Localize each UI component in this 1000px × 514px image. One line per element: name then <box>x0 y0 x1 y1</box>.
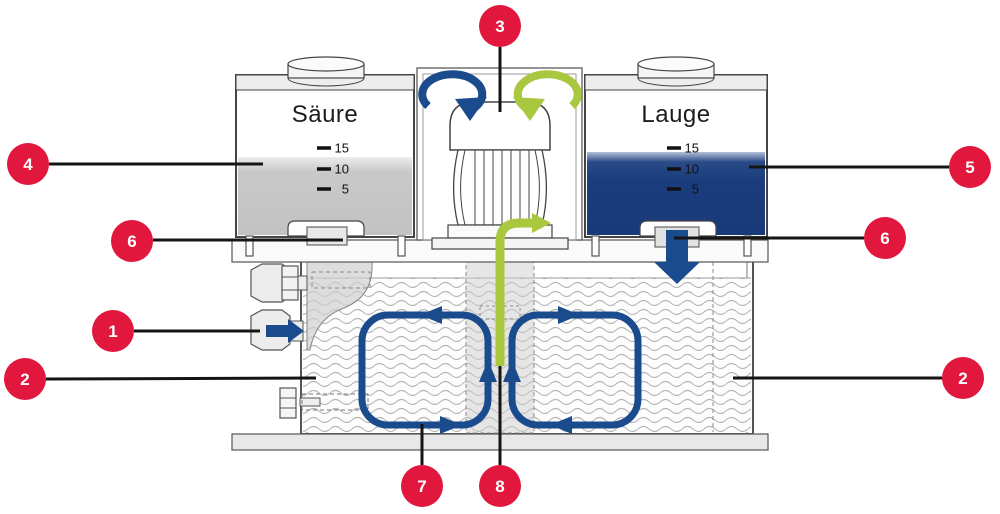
overflow-pipe-silhouette <box>306 261 373 351</box>
callout-4: 4 <box>7 143 49 185</box>
caustic-scale-15: 15 <box>685 141 699 156</box>
caustic-scale-5: 5 <box>692 182 699 197</box>
svg-text:6: 6 <box>127 232 136 251</box>
rotation-arrow-green-icon <box>513 70 582 121</box>
flow-arrow-up-icon <box>503 360 521 382</box>
callout-1: 1 <box>92 310 134 352</box>
callouts: 1 2 2 3 4 5 6 6 <box>4 5 991 507</box>
svg-text:1: 1 <box>108 322 117 341</box>
caustic-container-label: Lauge <box>641 101 710 128</box>
caustic-container-lid <box>637 56 715 87</box>
svg-text:2: 2 <box>958 369 967 388</box>
callout-7: 7 <box>401 465 443 507</box>
callout-6-left: 6 <box>111 220 153 262</box>
callout-6-right: 6 <box>864 217 906 259</box>
callout-leader-lines <box>45 47 949 465</box>
acid-scale-15: 15 <box>335 141 349 156</box>
caustic-scale-10: 10 <box>685 162 699 177</box>
flow-arrow-right-icon <box>558 306 580 324</box>
caustic-container: 15 10 5 Lauge <box>584 56 768 248</box>
caustic-scale: 15 10 5 <box>667 141 699 197</box>
circulation-flow-right <box>503 306 642 434</box>
acid-scale-10: 10 <box>335 162 349 177</box>
callout-2-right: 2 <box>942 357 984 399</box>
svg-text:7: 7 <box>417 477 426 496</box>
svg-text:3: 3 <box>495 17 504 36</box>
acid-container: 15 10 5 Säure <box>235 56 415 246</box>
acid-scale: 15 10 5 <box>317 141 349 197</box>
callout-2-left: 2 <box>4 358 46 400</box>
detergent-dosing-pipe <box>495 213 551 366</box>
container-feet <box>245 235 752 257</box>
flow-arrow-right-icon <box>440 416 462 434</box>
svg-text:8: 8 <box>495 477 504 496</box>
svg-text:5: 5 <box>965 158 974 177</box>
acid-suction-lance <box>306 226 348 246</box>
leader-2-left <box>45 376 317 381</box>
svg-text:4: 4 <box>23 155 33 174</box>
callout-5: 5 <box>949 146 991 188</box>
water-inlet-arrow-icon <box>266 319 304 343</box>
acid-container-lid <box>287 56 365 87</box>
callout-3: 3 <box>479 5 521 47</box>
acid-scale-5: 5 <box>342 182 349 197</box>
pump-motor-ribs <box>452 149 548 226</box>
svg-text:6: 6 <box>880 229 889 248</box>
circulation-flow-left <box>358 306 497 434</box>
heater-fitting <box>279 387 369 419</box>
wash-tank <box>250 249 754 435</box>
rinse-fitting <box>250 263 308 303</box>
svg-text:2: 2 <box>20 370 29 389</box>
dosing-arrow-icon <box>532 213 551 233</box>
acid-container-label: Säure <box>292 101 359 128</box>
rotation-arrow-blue-icon <box>418 70 487 121</box>
flow-arrow-left-icon <box>420 306 442 324</box>
flow-arrow-left-icon <box>550 416 572 434</box>
flow-arrow-up-icon <box>479 360 497 382</box>
callout-8: 8 <box>479 465 521 507</box>
